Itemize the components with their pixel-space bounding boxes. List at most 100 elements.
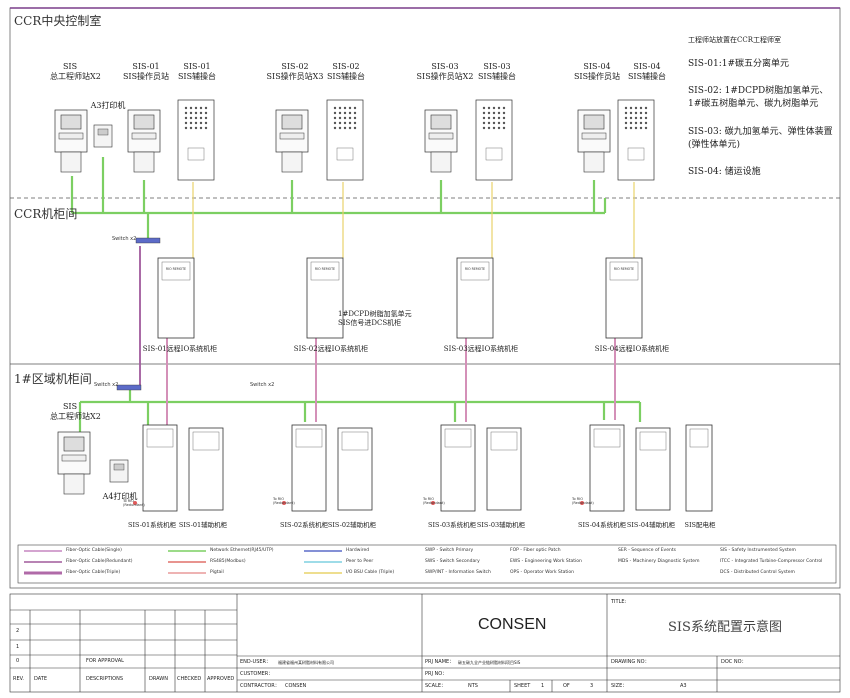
- system-cabinet-sis04: [589, 424, 625, 512]
- rio-label-sis04: SIS-04远程IO系统机柜: [594, 345, 670, 353]
- rio-connector-icon: [580, 501, 584, 505]
- sis02-aux-console: [326, 99, 364, 181]
- header-rev: REV.: [13, 676, 24, 682]
- abbr-swp: SWP - Switch Primary: [425, 548, 474, 553]
- rio-label-sis02: SIS-02远程IO系统机柜: [293, 345, 369, 353]
- zone-ccr-cabinet-label: CCR机柜间: [14, 207, 78, 221]
- legend-box: [17, 544, 837, 584]
- sis04-aux-label: SIS-04 SIS辅操台: [627, 62, 667, 81]
- switch-label-area-2: Switch x2: [250, 382, 275, 388]
- header-descriptions: DESCRIPTIONS: [86, 676, 124, 682]
- ccr-eng-station-label: SIS 总工程师站X2: [50, 62, 101, 81]
- rio-cabinet-sis03: RIO REMOTE: [456, 257, 494, 339]
- legend-fiber-single: Fiber-Optic Cable(Single): [66, 548, 122, 553]
- switch-label: Switch x2: [112, 236, 137, 242]
- rio-connector-icon: [133, 501, 137, 505]
- redundant-note-1: To RIO (Redundant): [123, 499, 145, 507]
- abbr-sis: SIS - Safety Instrumented System: [720, 548, 796, 553]
- doc-no-label: DOC NO：: [721, 659, 747, 665]
- header-date: DATE: [34, 676, 48, 682]
- io-bsu-cable: [192, 182, 635, 258]
- legend-pigtail: Pigtail: [210, 570, 224, 575]
- area-label-sis01-sys: SIS-01系统机柜: [128, 521, 177, 529]
- size-label: SIZE：: [611, 683, 628, 689]
- abbr-ops: OPS - Operator Work Station: [510, 570, 574, 575]
- sis01-aux-label: SIS-01 SIS辅操台: [177, 62, 217, 81]
- prj-name-value: 碳五碳九全产业链树脂材料项目SIS: [458, 660, 521, 665]
- area-eng-workstation: [57, 431, 91, 495]
- area-label-power: SIS配电柜: [684, 521, 716, 529]
- legend-fiber-triple: Fiber-Optic Cable(Triple): [66, 570, 121, 575]
- end-user-label: END-USER：: [240, 659, 272, 665]
- header-drawn: DRAWN: [149, 676, 168, 682]
- rio-cabinet-sis04: RIO REMOTE: [605, 257, 643, 339]
- header-approved: APPROVED: [207, 676, 235, 682]
- sis03-aux-label: SIS-03 SIS辅操台: [477, 62, 517, 81]
- sis03-ops-label: SIS-03 SIS操作员站X2: [416, 62, 474, 81]
- prj-name-label: PRJ NAME：: [425, 659, 455, 665]
- rio-cabinet-text: RIO REMOTE: [614, 267, 634, 271]
- end-user-value: 福建省福州某树脂材料有限公司: [278, 660, 334, 665]
- a4-printer: [109, 459, 129, 483]
- rio-label-sis01: SIS-01远程IO系统机柜: [142, 345, 218, 353]
- drawing-no-label: DRAWING NO：: [611, 659, 650, 665]
- sis01-aux-console: [177, 99, 215, 181]
- company-name: CONSEN: [478, 616, 547, 633]
- marshalling-cabinet-sis02: [337, 427, 373, 511]
- marshalling-cabinet-sis04: [635, 427, 671, 511]
- zone-area1-label: 1#区域机柜间: [14, 372, 92, 386]
- scale-label: SCALE：: [425, 683, 447, 689]
- sis01-ops-label: SIS-01 SIS操作员站: [122, 62, 170, 81]
- area-cabinets: [57, 424, 713, 512]
- note-sis01: SIS-01:1#碳五分离单元: [688, 59, 790, 69]
- area-label-sis02-sys: SIS-02系统机柜: [280, 521, 329, 529]
- legend-fiber-redundant: Fiber-Optic Cable(Redundant): [66, 559, 133, 564]
- abbr-itcc: ITCC - Integrated Turbine-Compressor Con…: [720, 559, 823, 564]
- prj-no-label: PRJ NO：: [425, 671, 448, 677]
- sis02-ops-label: SIS-02 SIS操作员站X3: [266, 62, 324, 81]
- switch-label-area-1: Switch x2: [94, 382, 119, 388]
- rio-connector-icon: [431, 501, 435, 505]
- size-value: A3: [680, 683, 687, 689]
- sheet-value: 1: [541, 683, 545, 689]
- switch-icon: [135, 237, 161, 244]
- sheet-label: SHEET: [514, 683, 531, 689]
- legend-ethernet: Network Ethernet(RJ45/UTP): [210, 548, 274, 553]
- sis04-ops-label: SIS-04 SIS操作员站: [573, 62, 621, 81]
- rio-cabinet-sis02: RIO REMOTE: [306, 257, 344, 339]
- marshalling-cabinet-sis03: [486, 427, 522, 511]
- redundant-note-4: To RIO (Redundant): [572, 497, 594, 505]
- abbr-mds: MDS - Machinery Diagnostic System: [618, 559, 700, 564]
- abbr-sws: SWS - Switch Secondary: [425, 559, 480, 564]
- note-sis02: SIS-02: 1#DCPD树脂加氢单元、1#碳五树脂单元、碳九树脂单元: [688, 86, 829, 109]
- abbr-ews: EWS - Engineering Work Station: [510, 559, 582, 564]
- ccr-devices: [54, 99, 655, 181]
- fiber-optic-triple: [166, 338, 616, 425]
- abbr-dcs: DCS - Distributed Control System: [720, 570, 795, 575]
- area-label-sis04-mar: SIS-04辅助机柜: [626, 521, 676, 529]
- power-distribution-cabinet: [685, 424, 713, 512]
- area-label-sis02-mar: SIS-02辅助机柜: [327, 521, 377, 529]
- rio-connector-icon: [282, 501, 286, 505]
- area-label-sis03-sys: SIS-03系统机柜: [428, 521, 477, 529]
- abbr-ser: SER - Sequence of Events: [618, 548, 676, 553]
- rio-cabinet-text: RIO REMOTE: [315, 267, 335, 271]
- rev-row-0: 0: [16, 658, 20, 664]
- legend-hardwired: Hardwired: [346, 548, 370, 553]
- sis03-aux-console: [475, 99, 513, 181]
- legend-rs485: RS485(Modbus): [210, 559, 246, 564]
- drawing-title: SIS系统配置示意图: [668, 620, 782, 635]
- area-label-sis04-sys: SIS-04系统机柜: [578, 521, 627, 529]
- sis01-operator-station: [127, 109, 161, 173]
- area-eng-station-label: SIS 总工程师站X2: [50, 402, 101, 421]
- notes-title: 工程师站放置在CCR工程师室: [688, 36, 781, 44]
- sis02-operator-station: [275, 109, 309, 173]
- ccr-eng-workstation: [54, 109, 88, 173]
- system-cabinet-sis02: [291, 424, 327, 512]
- a3-printer-label: A3打印机: [90, 101, 126, 110]
- note-sis04: SIS-04: 储运设施: [688, 167, 761, 177]
- sis02-aux-label: SIS-02 SIS辅操台: [326, 62, 366, 81]
- note-sis03: SIS-03: 碳九加氢单元、弹性体装置(弹性体单元): [688, 127, 833, 150]
